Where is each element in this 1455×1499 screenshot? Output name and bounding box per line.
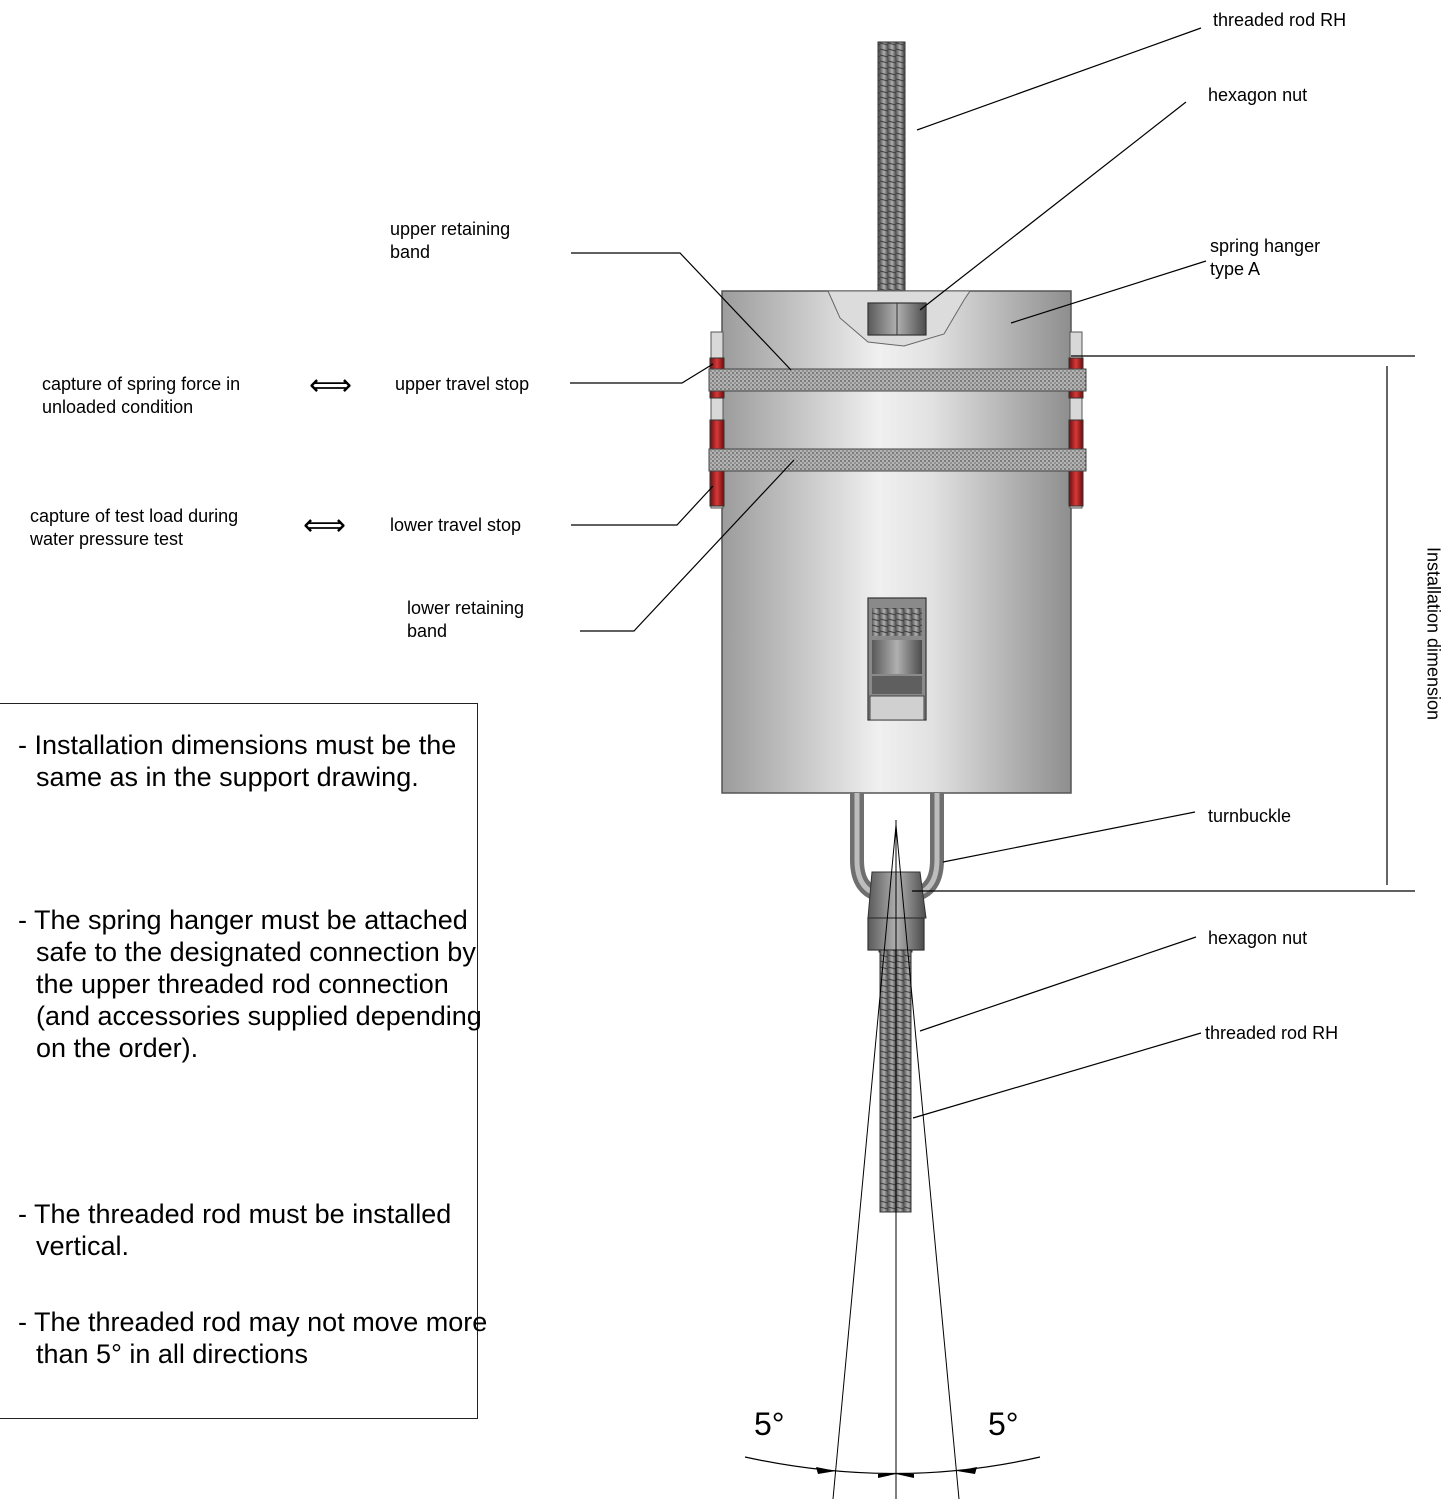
label-threaded-rod-rh-top: threaded rod RH [1213,10,1347,30]
cone-left-line [832,824,897,1499]
installation-notes-box: - Installation dimensions must be the sa… [0,703,487,1419]
upper-threaded-rod [877,41,906,305]
label-capture-spring-force-line1: capture of spring force in [42,374,241,394]
label-lower-retaining-band: lower retaining band [407,597,524,643]
label-threaded-rod-rh-bottom: threaded rod RH [1205,1023,1339,1043]
leader-threaded-rod-bottom [912,1032,1202,1119]
label-turnbuckle: turnbuckle [1208,806,1292,826]
angle-label-right: 5° [988,1406,1019,1442]
note-1: - Installation dimensions must be the sa… [18,730,457,792]
label-upper-retaining-band-line1: upper retaining [390,219,511,239]
lower-coupling [867,871,927,919]
lower-band [708,448,1087,472]
label-hexagon-nut-top: hexagon nut [1208,85,1308,105]
label-upper-retaining-band: upper retaining band [390,218,510,264]
leader-threaded-rod-top [916,27,1202,131]
label-capture-test-load-line1: capture of test load during [30,506,239,526]
label-hexagon-nut-bottom: hexagon nut [1208,928,1308,948]
leader-lower-travel-stop [571,485,714,526]
leader-turnbuckle [942,811,1196,863]
label-lower-retaining-band-line1: lower retaining [407,598,525,618]
label-capture-spring-force: capture of spring force in unloaded cond… [42,373,240,419]
note-3: - The threaded rod must be installed ver… [18,1199,452,1261]
note-4: - The threaded rod may not move more tha… [18,1307,488,1369]
leader-hexagon-nut-bottom [919,936,1197,1032]
leader-spring-hanger [1010,260,1207,324]
angle-arc [744,1456,1041,1475]
label-spring-hanger-line2: type A [1210,259,1261,279]
label-capture-spring-force-line2: unloaded condition [42,397,194,417]
double-arrow-icon: ⟺ [303,509,347,542]
label-capture-test-load: capture of test load during water pressu… [30,505,238,551]
label-installation-dimension: Installation dimension [1423,546,1444,721]
label-lower-travel-stop: lower travel stop [390,515,522,535]
cone-right-line [895,824,960,1499]
label-spring-hanger: spring hanger type A [1210,235,1320,281]
label-spring-hanger-line1: spring hanger [1210,236,1321,256]
leader-lower-retaining-band [580,459,795,632]
leader-hexagon-nut-top [919,101,1187,311]
label-capture-test-load-line2: water pressure test [30,529,184,549]
leader-upper-retaining-band [571,252,792,371]
label-upper-retaining-band-line2: band [390,242,431,262]
label-lower-retaining-band-line2: band [407,621,448,641]
angle-label-left: 5° [754,1406,785,1442]
note-2: - The spring hanger must be attached saf… [18,905,482,1063]
double-arrow-icon: ⟺ [309,369,353,402]
label-upper-travel-stop: upper travel stop [395,374,530,394]
leader-upper-travel-stop [570,363,714,384]
upper-band [708,368,1087,392]
